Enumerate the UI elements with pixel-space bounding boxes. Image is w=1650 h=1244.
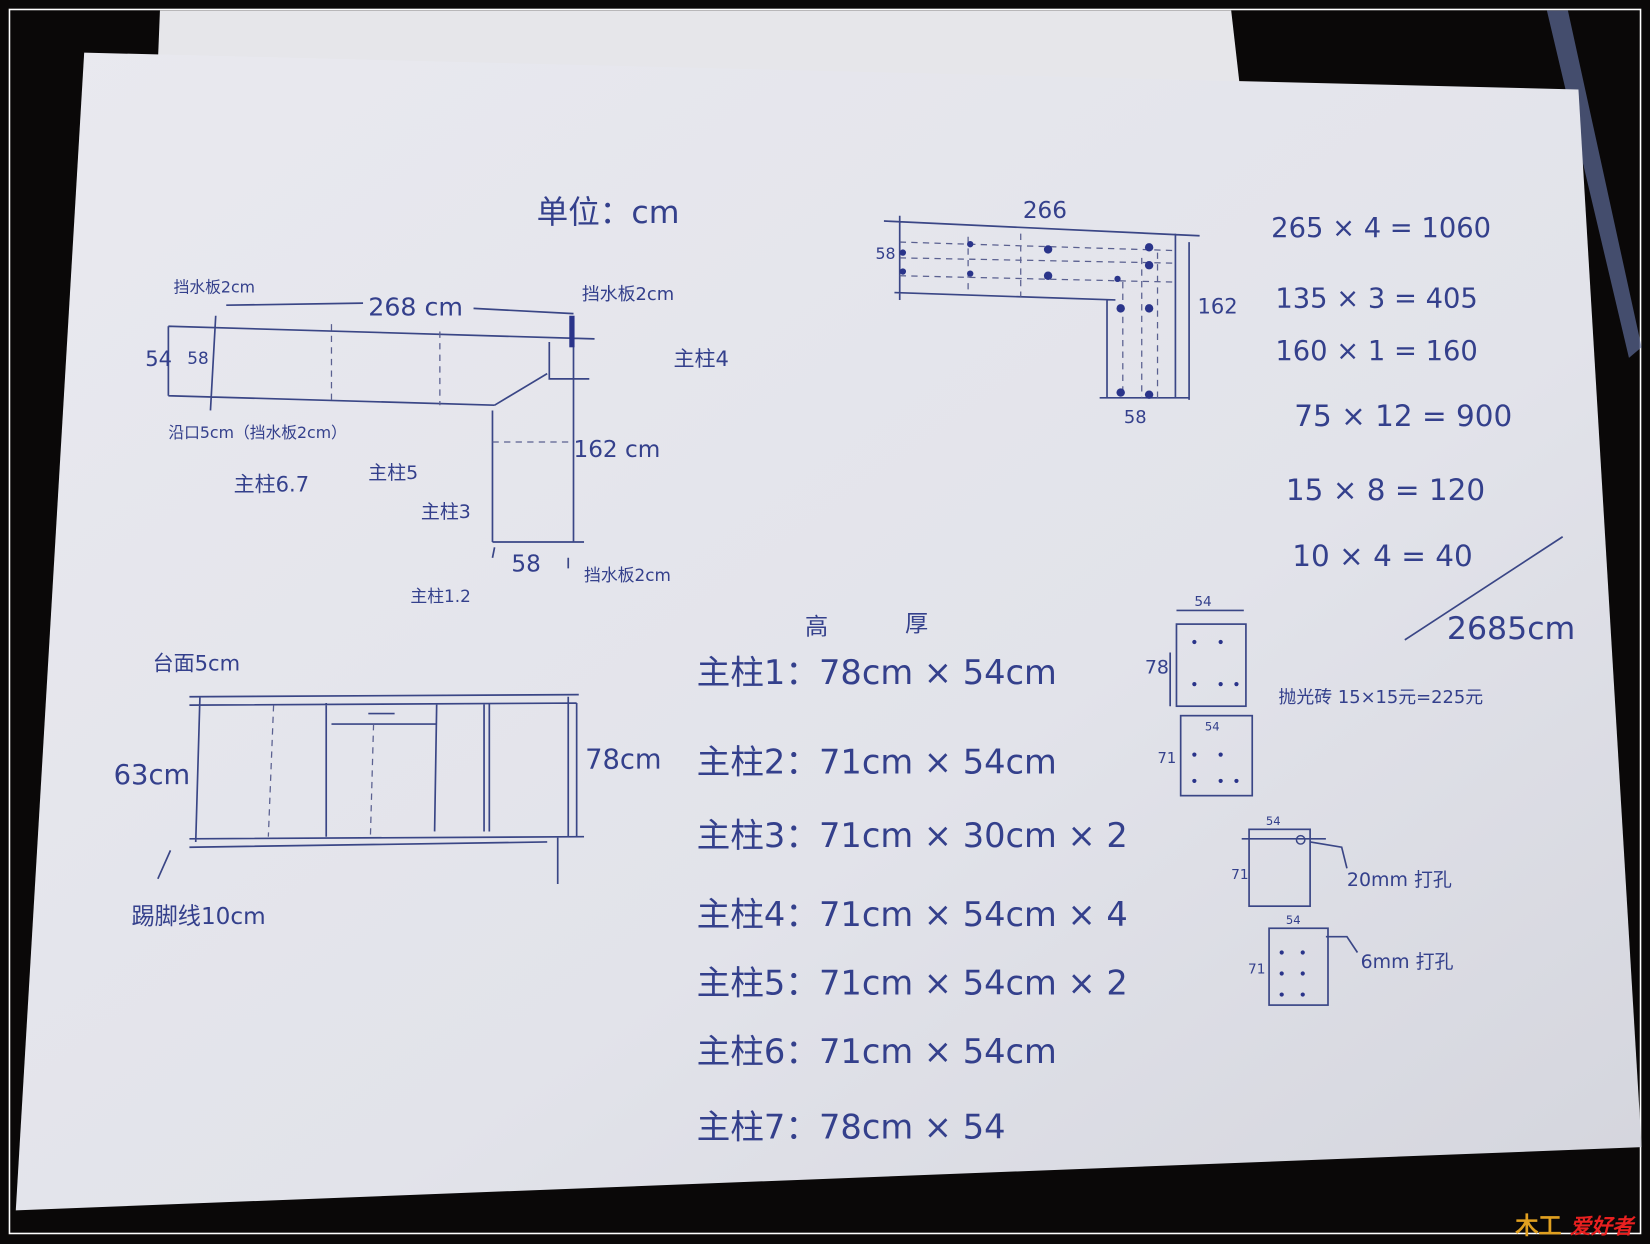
- plan-view: 挡水板2cm 268 cm 挡水板2cm 主柱4 54 58 沿口5cm（挡水板…: [145, 278, 729, 606]
- calculations: 265 × 4 = 1060 135 × 3 = 405 160 × 1 = 1…: [1271, 213, 1575, 708]
- pillar-item: 主柱3：71cm × 30cm × 2: [697, 816, 1128, 855]
- pillar-12-label: 主柱1.2: [410, 586, 470, 606]
- calc-line: 160 × 1 = 160: [1275, 336, 1477, 367]
- unit-note: 单位：cm: [537, 195, 680, 231]
- height-left-label: 63cm: [114, 760, 191, 791]
- plan-side-length: 162 cm: [574, 437, 661, 463]
- column-height-header: 高: [805, 615, 828, 641]
- calc-line: 15 × 8 = 120: [1286, 473, 1485, 507]
- calc-line: 75 × 12 = 900: [1294, 399, 1512, 433]
- box2-width: 54: [1205, 719, 1220, 733]
- pillar-5-label: 主柱5: [368, 462, 418, 484]
- box2-height: 71: [1158, 750, 1177, 767]
- pillar-3-label: 主柱3: [421, 501, 471, 523]
- box1-width: 54: [1194, 594, 1211, 610]
- pillar-item: 主柱2：71cm × 54cm: [697, 743, 1057, 782]
- height-right-label: 78cm: [585, 744, 662, 775]
- splash-label-bottom: 挡水板2cm: [584, 565, 671, 585]
- front-elevation: 台面5cm 63cm 78cm 踢脚线10cm: [114, 650, 662, 930]
- column-thickness-header: 厚: [905, 611, 928, 637]
- plan-depth-b: 58: [187, 348, 208, 368]
- pillar-item: 主柱4：71cm × 54cm × 4: [697, 895, 1128, 934]
- frame-side-length: 162: [1198, 294, 1238, 319]
- calc-line: 10 × 4 = 40: [1292, 539, 1473, 573]
- plan-length: 268 cm: [368, 293, 463, 322]
- plan-side-depth: 58: [511, 551, 540, 577]
- edge-note: 沿口5cm（挡水板2cm）: [168, 423, 346, 442]
- total: 2685cm: [1447, 611, 1575, 647]
- watermark-text: 爱好者: [1570, 1213, 1636, 1238]
- photo-border: [8, 8, 1642, 1235]
- splash-label-top-left: 挡水板2cm: [174, 278, 255, 297]
- frame-length: 266: [1023, 198, 1067, 224]
- pillar-67-label: 主柱6.7: [234, 471, 310, 496]
- frame-plan: 266 58 162 58: [876, 198, 1238, 428]
- countertop-label: 台面5cm: [153, 650, 240, 675]
- calc-line: 265 × 4 = 1060: [1271, 213, 1491, 244]
- calc-line: 135 × 3 = 405: [1275, 283, 1477, 314]
- box4-width: 54: [1286, 913, 1301, 927]
- watermark-logo-mark: 木工: [1514, 1213, 1561, 1239]
- box4-height: 71: [1248, 962, 1265, 978]
- box3-width: 54: [1266, 814, 1281, 828]
- box3-height: 71: [1231, 867, 1248, 883]
- box3-note: 20mm 打孔: [1347, 869, 1452, 891]
- box4-note: 6mm 打孔: [1361, 951, 1454, 973]
- frame-depth: 58: [876, 244, 896, 263]
- pillar-item: 主柱6：71cm × 54cm: [697, 1032, 1057, 1071]
- frame-side-depth: 58: [1124, 407, 1147, 428]
- pillar-item: 主柱5：71cm × 54cm × 2: [697, 964, 1128, 1003]
- tile-note: 抛光砖 15×15元=225元: [1279, 687, 1484, 708]
- watermark-logo: 木工 爱好者: [1514, 1213, 1636, 1239]
- pillar-item: 主柱1：78cm × 54cm: [697, 653, 1057, 692]
- kick-label: 踢脚线10cm: [132, 904, 266, 930]
- detail-boxes: 54 78 54 71 54 71 20mm 打孔 54 71 6mm 打孔: [1145, 594, 1454, 1006]
- box1-height: 78: [1145, 657, 1169, 679]
- pillar-4-label: 主柱4: [673, 346, 728, 371]
- splash-label-top-right: 挡水板2cm: [582, 284, 674, 305]
- plan-depth-a: 54: [145, 346, 172, 371]
- pillar-list: 高 厚 主柱1：78cm × 54cm 主柱2：71cm × 54cm 主柱3：…: [697, 611, 1128, 1146]
- paper-sheet: [15, 52, 1642, 1211]
- pillar-item: 主柱7：78cm × 54: [697, 1108, 1006, 1147]
